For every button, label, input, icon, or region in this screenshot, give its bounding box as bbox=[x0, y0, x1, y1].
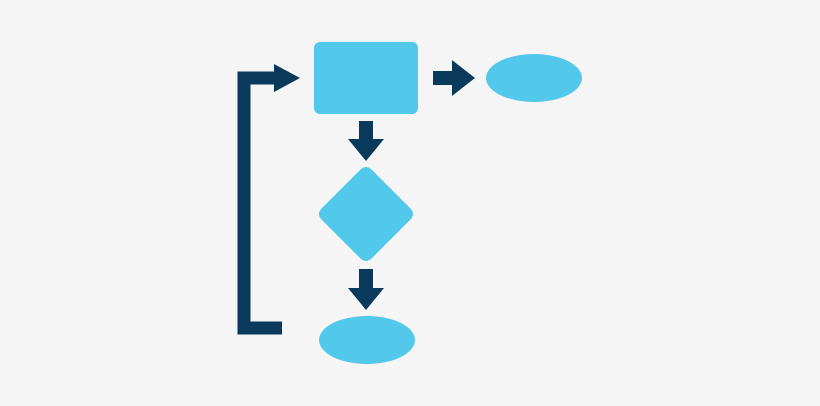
process-node bbox=[314, 42, 418, 114]
arrow-decision-to-terminal-bottom bbox=[348, 269, 384, 310]
loop-back-connector bbox=[237, 71, 282, 335]
arrow-process-to-terminal-right bbox=[433, 60, 475, 96]
loop-back-arrow-head bbox=[274, 64, 300, 92]
decision-node bbox=[319, 167, 413, 261]
terminal-right-node bbox=[486, 54, 582, 102]
arrow-process-to-decision bbox=[348, 121, 384, 161]
terminal-bottom-node bbox=[319, 316, 415, 364]
